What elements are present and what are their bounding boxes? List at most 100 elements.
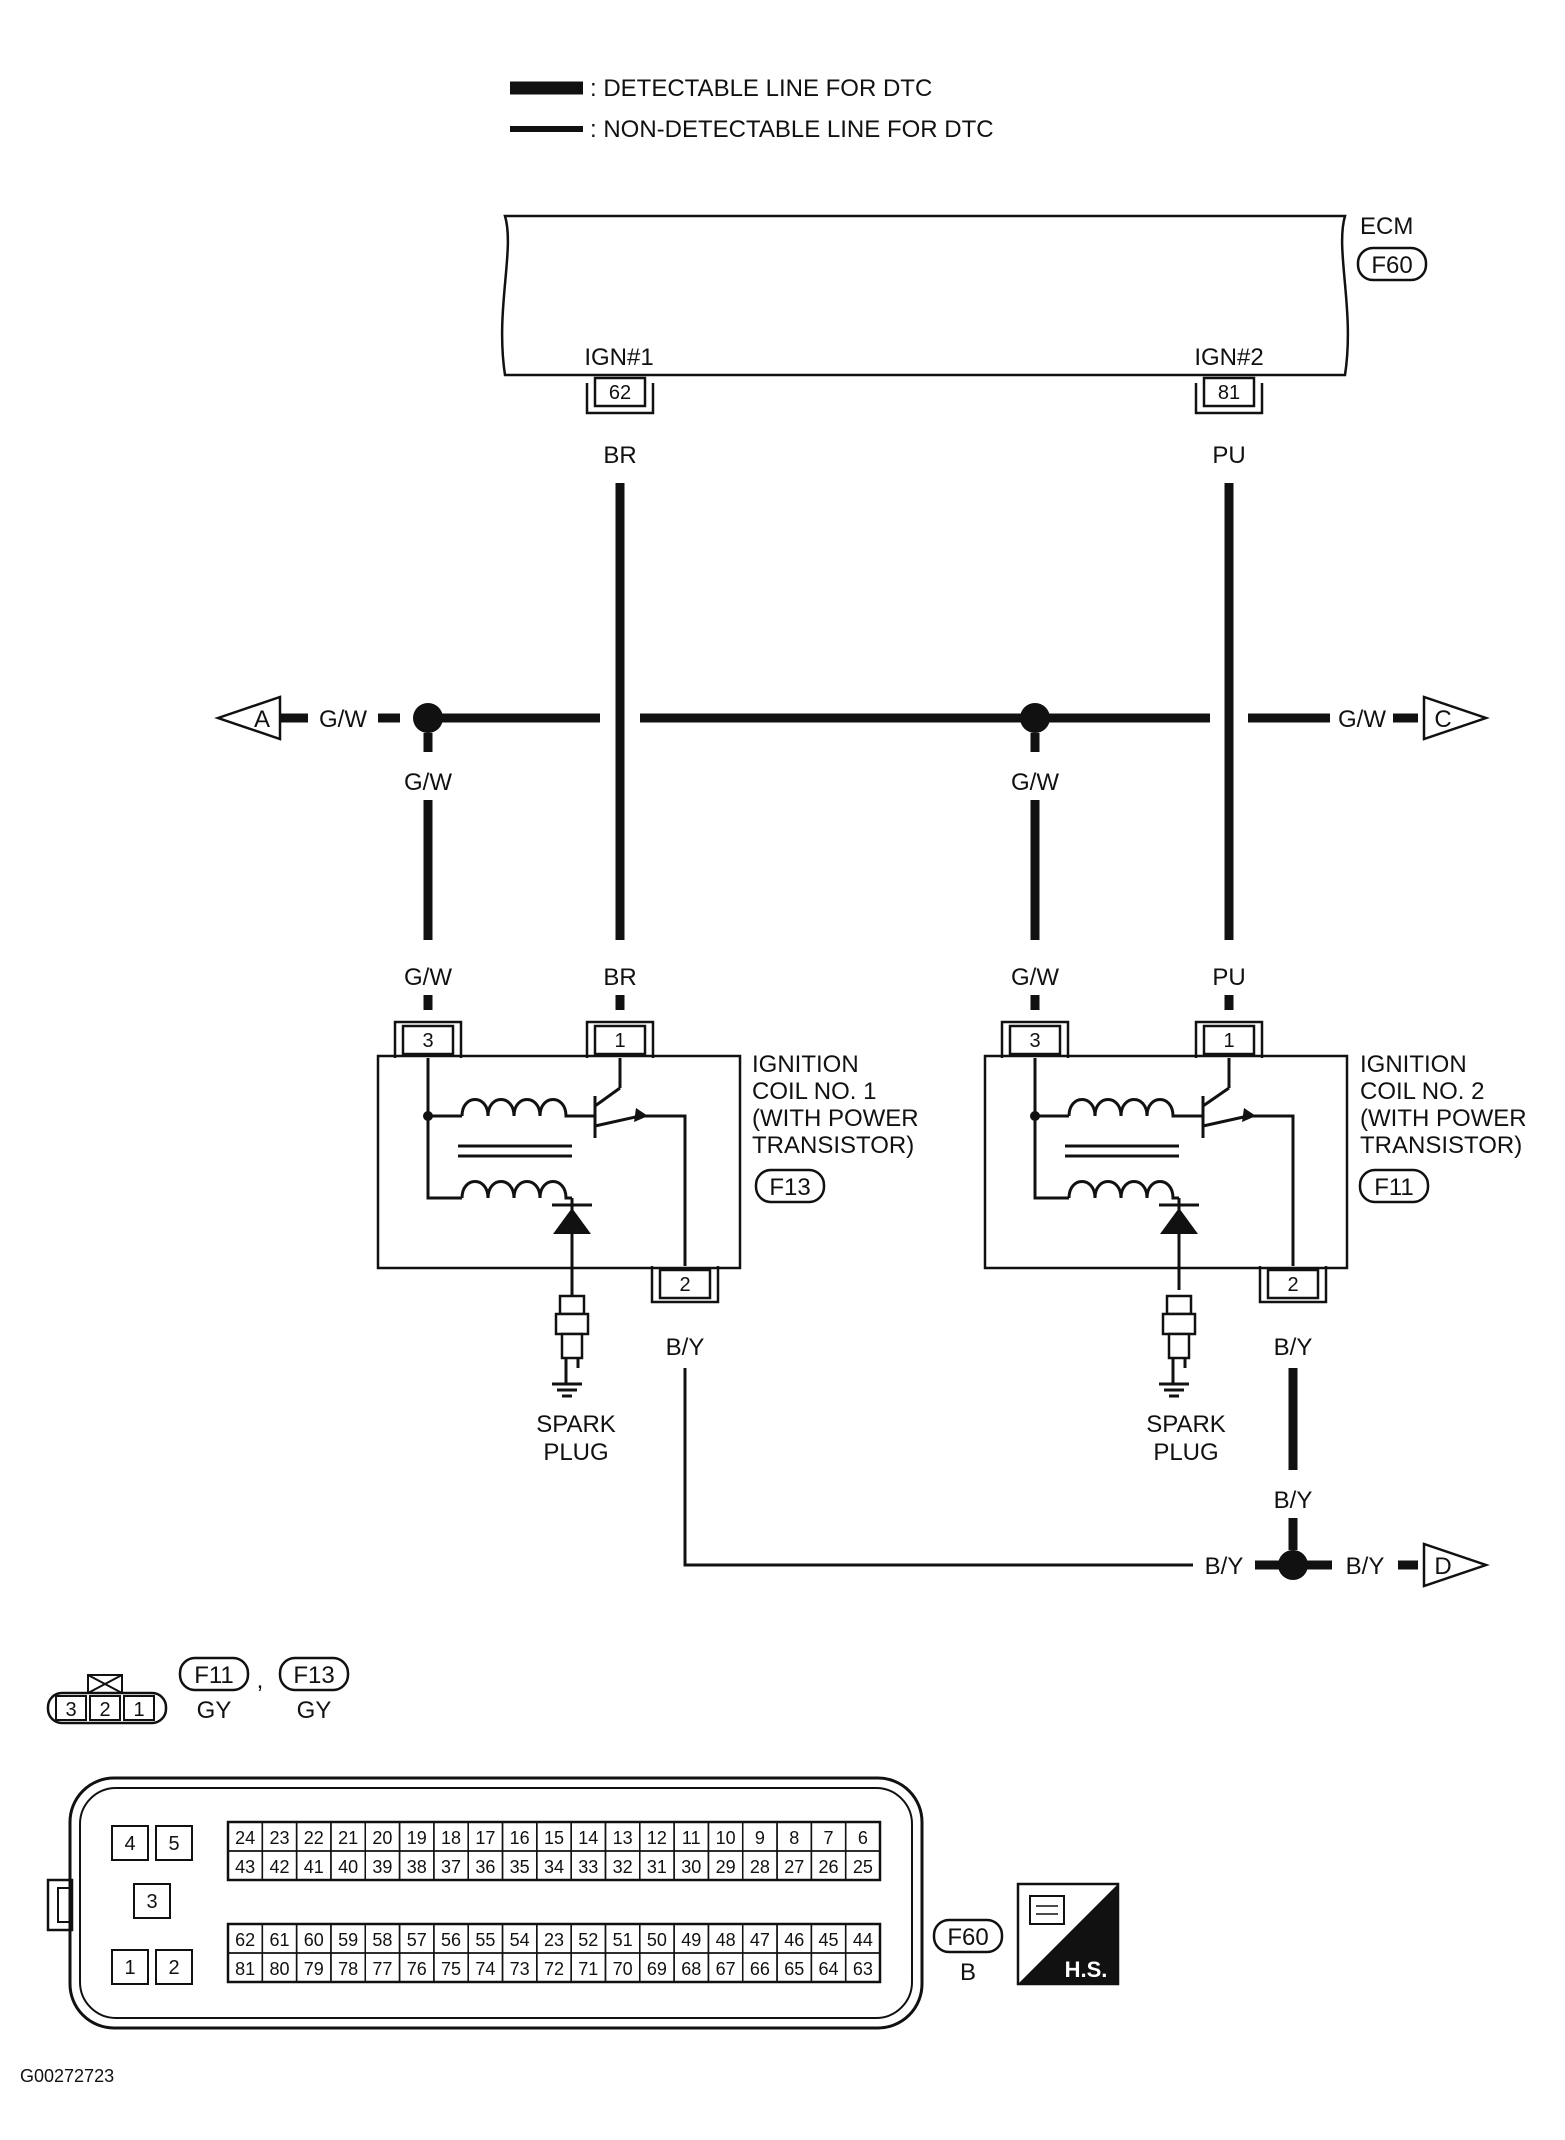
legend: : DETECTABLE LINE FOR DTC : NON-DETECTAB…	[510, 75, 994, 143]
ecm-grid-pin: 50	[647, 1930, 667, 1950]
wire-gw-coil2-label: G/W	[1011, 964, 1059, 991]
wire-pu-label-bottom: PU	[1212, 964, 1245, 991]
coil2-internal-wiring	[1033, 1058, 1295, 1266]
ecm-face-pin-5: 5	[168, 1833, 179, 1855]
coil1-box	[376, 1054, 742, 1270]
ecm-grid-pin: 29	[716, 1857, 736, 1877]
ecm-grid-pin: 81	[235, 1959, 255, 1979]
coil-connector-f13-label: F13	[293, 1662, 334, 1689]
ecm-grid-pin: 56	[441, 1930, 461, 1950]
hs-connector-icon	[1029, 1895, 1065, 1925]
ecm-grid-pin: 18	[441, 1828, 461, 1848]
ignition-coil-1: 3 1 2 IGNITION COIL NO. 1 (WITH POWER TR…	[376, 1020, 919, 1304]
wire-gw-label-right: G/W	[1338, 706, 1386, 733]
coil-connector-separator: ,	[257, 1667, 264, 1694]
ecm-grid-pin: 48	[716, 1930, 736, 1950]
coil1-secondary-winding	[460, 1180, 572, 1200]
arrow-c-label: C	[1434, 706, 1451, 733]
ecm-grid-pin: 37	[441, 1857, 461, 1877]
coil2-pin-2: 2	[1287, 1274, 1298, 1296]
ecm-grid-pin: 7	[824, 1828, 834, 1848]
arrow-d-label: D	[1434, 1553, 1451, 1580]
ecm-grid-pin: 68	[681, 1959, 701, 1979]
ecm-grid-pin: 44	[853, 1930, 873, 1950]
wire-gw-label-left: G/W	[319, 706, 367, 733]
hs-badge: H.S.	[1016, 1882, 1120, 1986]
coil-connector-pin-2: 2	[99, 1699, 110, 1721]
hs-label: H.S.	[1065, 1957, 1108, 1982]
coil-connector-f11-label: F11	[194, 1662, 234, 1689]
junction-by	[1278, 1550, 1308, 1580]
ecm-grid-pin: 12	[647, 1828, 667, 1848]
ecm-outline	[500, 214, 1350, 377]
ecm-grid-pin: 24	[235, 1828, 255, 1848]
ecm-grid-pin: 23	[544, 1930, 564, 1950]
ecm-grid-pin: 8	[789, 1828, 799, 1848]
wire-br-label-top: BR	[603, 442, 636, 469]
ecm-grid-pin: 15	[544, 1828, 564, 1848]
coil2-secondary-winding	[1067, 1180, 1179, 1200]
ecm-grid-pin: 6	[858, 1828, 868, 1848]
ecm-grid-pin: 16	[510, 1828, 530, 1848]
ignition-coil-2: 3 1 2 IGNITION COIL NO. 2 (WITH POWER TR…	[983, 1020, 1527, 1304]
ecm-face-pin-2: 2	[168, 1957, 179, 1979]
ecm-grid-pin: 35	[510, 1857, 530, 1877]
coil2-connector-badge	[1358, 1168, 1430, 1204]
ecm-grid-pin: 63	[853, 1959, 873, 1979]
ecm-grid-pin: 27	[784, 1857, 804, 1877]
ecm-grid-pin: 54	[510, 1930, 530, 1950]
ecm-grid-cell	[844, 1952, 881, 1983]
ecm-grid-pin: 43	[235, 1857, 255, 1877]
ecm-grid-pin: 23	[269, 1828, 289, 1848]
ecm-grid-pin: 60	[304, 1930, 324, 1950]
coil1-connector-label: F13	[769, 1174, 810, 1201]
wire-by-bus-label-right: B/Y	[1346, 1553, 1385, 1580]
ecm-face-pin-4: 4	[124, 1833, 135, 1855]
ecm-grid-pin: 20	[372, 1828, 392, 1848]
ecm-grid-pin: 9	[755, 1828, 765, 1848]
ecm-grid-pin: 34	[544, 1857, 564, 1877]
ecm-grid-pin: 26	[819, 1857, 839, 1877]
coil1-pin-1: 1	[614, 1030, 625, 1052]
ecm-grid-pin: 59	[338, 1930, 358, 1950]
ecm-grid-pin: 33	[578, 1857, 598, 1877]
ecm-pin-62-terminal: 62	[585, 376, 655, 415]
ecm-grid-pin: 64	[819, 1959, 839, 1979]
junction-gw-left	[413, 703, 443, 733]
ecm-grid-pin: 71	[578, 1959, 598, 1979]
ecm-label: ECM	[1360, 213, 1413, 240]
arrow-a-label: A	[254, 706, 270, 733]
ecm-grid-pin: 31	[647, 1857, 667, 1877]
ecm-grid-pin: 21	[338, 1828, 358, 1848]
ecm-pin-81-terminal: 81	[1194, 376, 1264, 415]
figure-id: G00272723	[20, 2066, 114, 2086]
coil-connector-pin-1: 1	[133, 1699, 144, 1721]
coil1-pin-2: 2	[679, 1274, 690, 1296]
coil2-transistor	[1201, 1086, 1266, 1138]
coil-connector-color-2: GY	[297, 1697, 332, 1724]
legend-non-detectable-text: : NON-DETECTABLE LINE FOR DTC	[590, 116, 994, 143]
wire-by-coil1-label: B/Y	[666, 1334, 705, 1361]
wire-by-coil2-label: B/Y	[1274, 1334, 1313, 1361]
ecm-grid-pin: 40	[338, 1857, 358, 1877]
spark-plug-2-label-2: PLUG	[1153, 1439, 1218, 1466]
wire-by-junction-label: B/Y	[1274, 1487, 1313, 1514]
ecm-grid-pin: 79	[304, 1959, 324, 1979]
ecm-grid-cell	[844, 1850, 881, 1881]
wire-gw-coil1-label: G/W	[404, 964, 452, 991]
ecm-grid-pin: 14	[578, 1828, 598, 1848]
connector-arrow-c: C	[1422, 695, 1490, 741]
ecm-grid-pin: 55	[475, 1930, 495, 1950]
coil1-pin-3: 3	[422, 1030, 433, 1052]
ecm-grid-pin: 57	[407, 1930, 427, 1950]
coil2-connector-label: F11	[1374, 1174, 1414, 1201]
ecm-grid-pin: 41	[304, 1857, 324, 1877]
coil2-box	[983, 1054, 1349, 1270]
ecm-pin-81: 81	[1218, 382, 1240, 404]
coil1-title-3: (WITH POWER	[752, 1105, 919, 1132]
coil1-title-4: TRANSISTOR)	[752, 1132, 914, 1159]
wire-by-bus-label-left: B/Y	[1205, 1553, 1244, 1580]
coil-connector-face: 3 2 1	[46, 1674, 168, 1725]
